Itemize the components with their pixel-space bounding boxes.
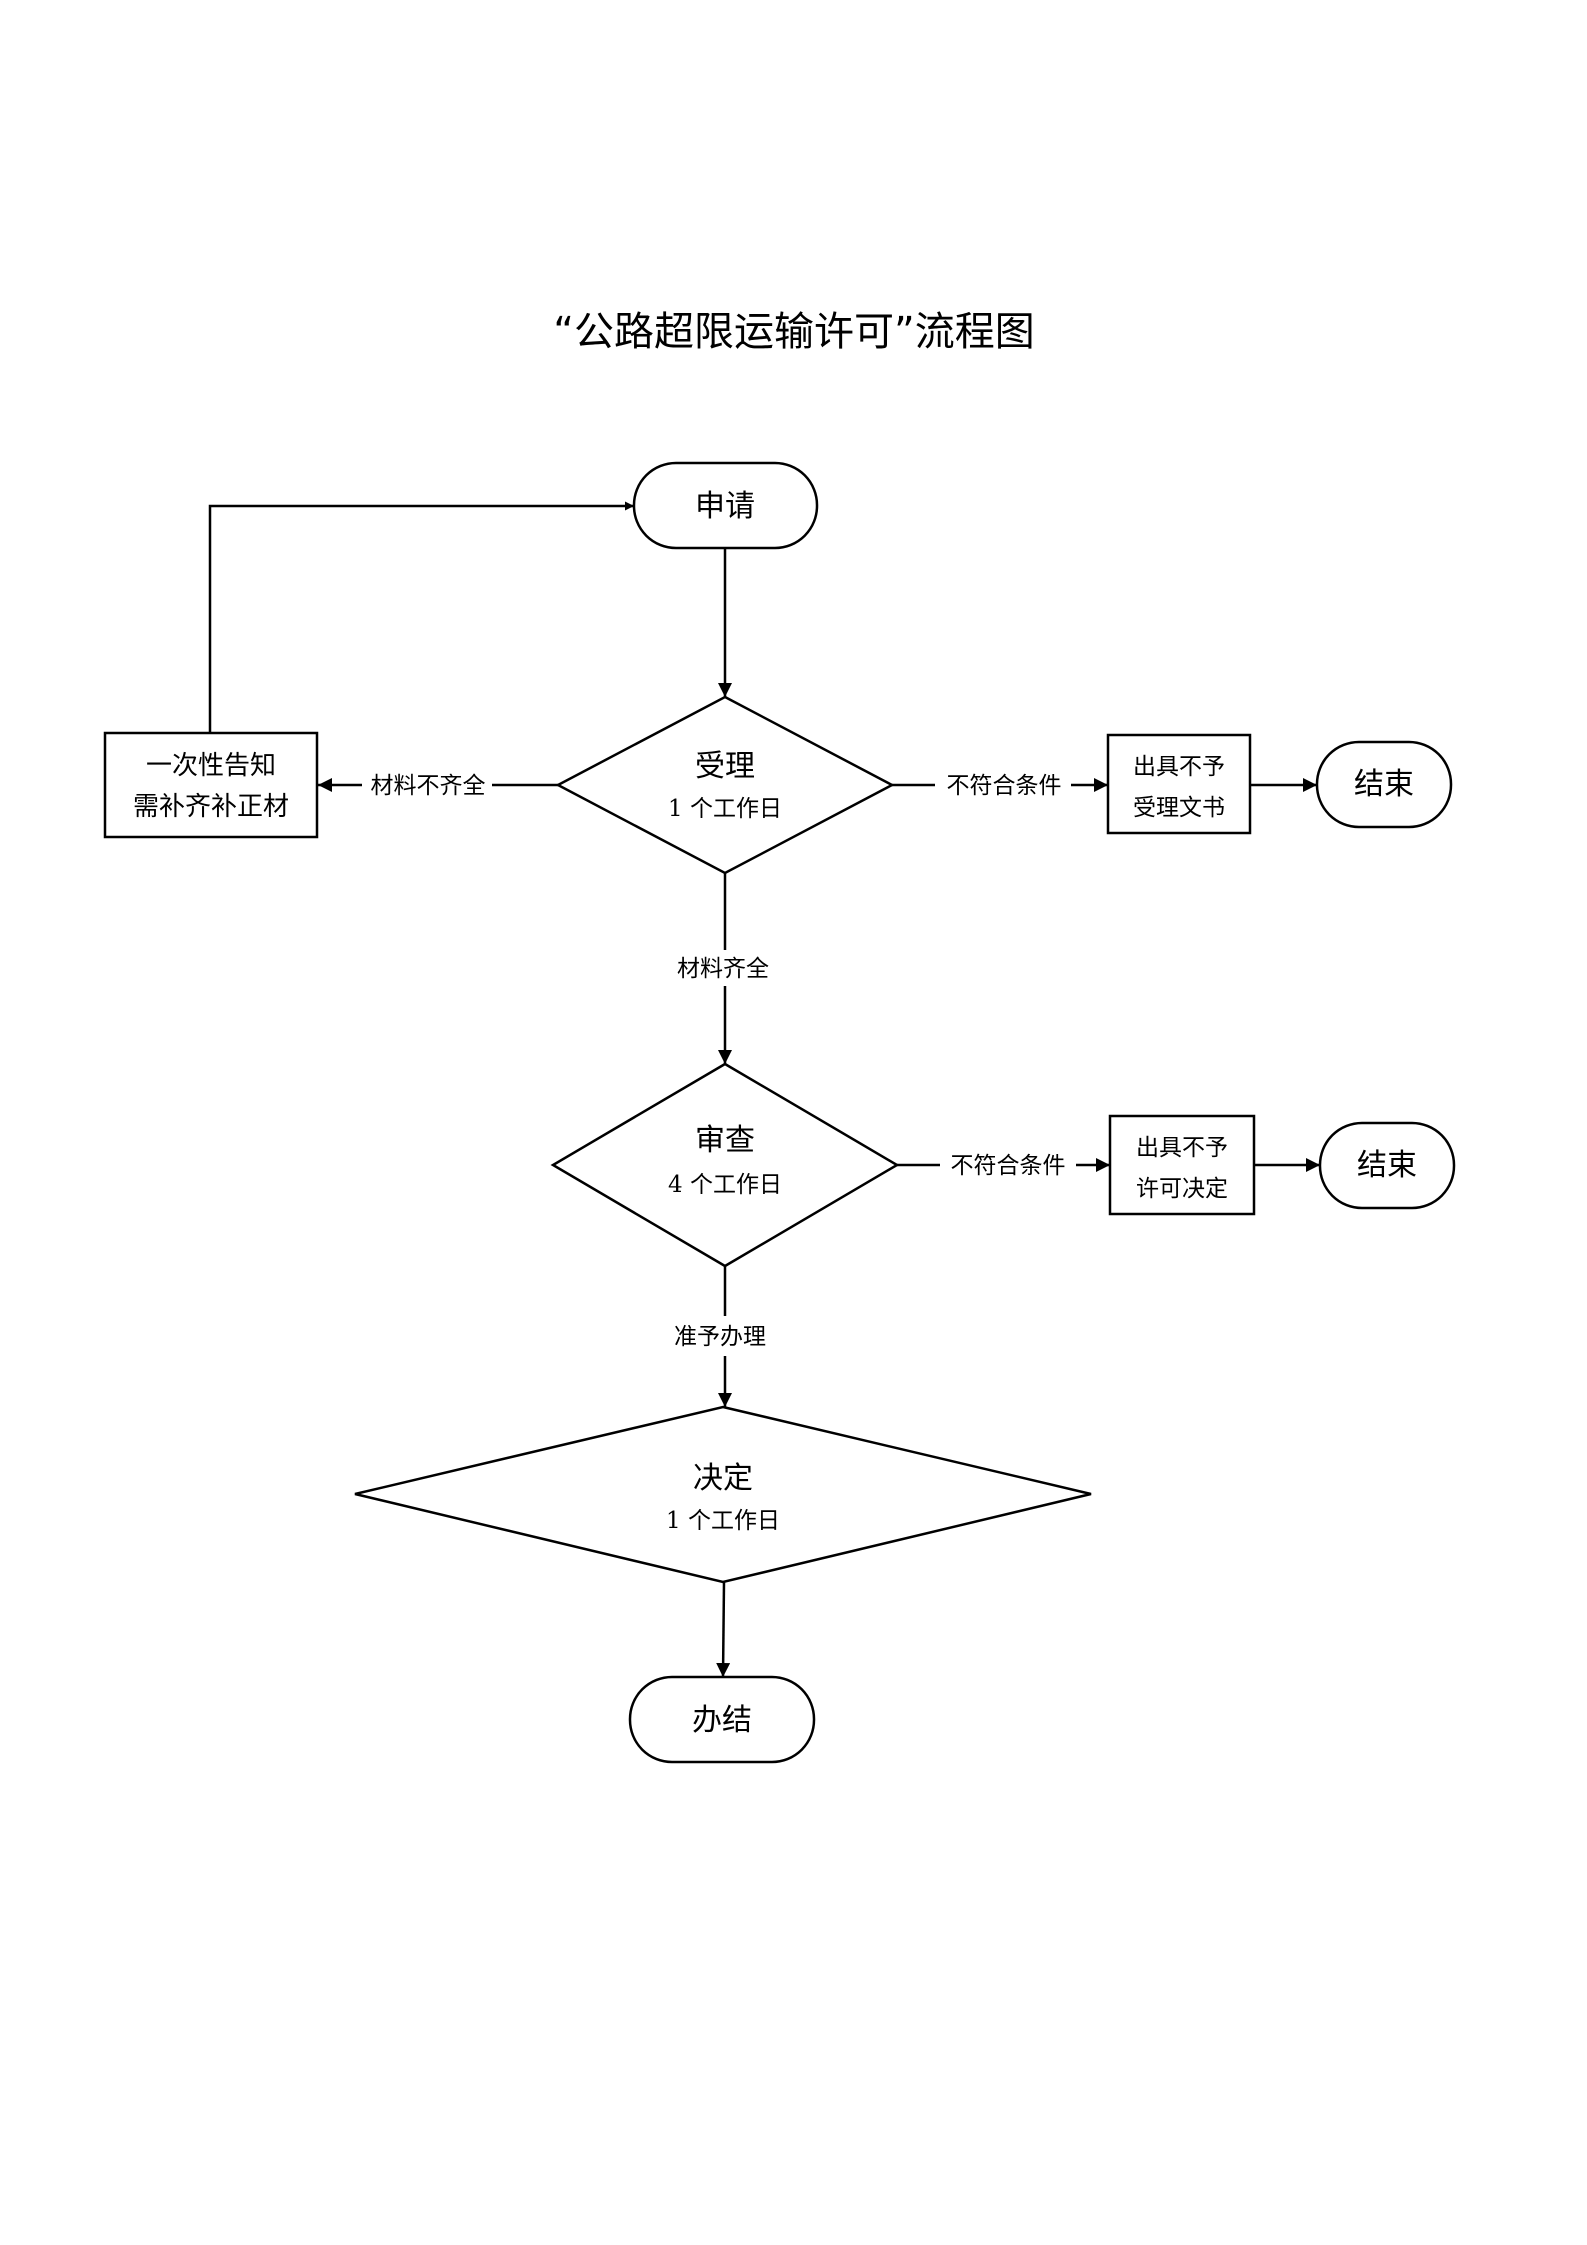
node-end-2-label: 结束 — [1357, 1148, 1417, 1183]
node-end-1-label: 结束 — [1354, 767, 1414, 802]
node-accept: 受理 1 个工作日 — [555, 695, 895, 875]
node-apply-label: 申请 — [695, 489, 755, 524]
node-complete: 办结 — [628, 1675, 816, 1764]
edge-label-not-qualified-1: 不符合条件 — [947, 773, 1062, 799]
edge-decide-to-complete — [716, 1581, 731, 1678]
node-review-label: 审查 — [695, 1123, 755, 1158]
node-supplement-notice: 一次性告知 需补齐补正材 — [103, 731, 319, 839]
edge-loop-to-apply — [208, 501, 634, 733]
edge-label-incomplete-materials: 材料不齐全 — [371, 773, 486, 799]
node-apply: 申请 — [632, 461, 819, 550]
node-reject-accept-doc: 出具不予 受理文书 — [1106, 733, 1252, 835]
node-review-time: 4 个工作日 — [668, 1172, 782, 1198]
node-reject-permit-doc: 出具不予 许可决定 — [1108, 1114, 1256, 1216]
node-accept-time: 1 个工作日 — [668, 796, 782, 822]
node-reject-permit-line2: 许可决定 — [1136, 1176, 1228, 1202]
node-complete-label: 办结 — [692, 1703, 752, 1738]
node-reject-accept-line1: 出具不予 — [1133, 754, 1225, 780]
edge-label-approve: 准予办理 — [674, 1324, 766, 1350]
edge-label-not-qualified-2: 不符合条件 — [951, 1153, 1066, 1179]
node-decide: 决定 1 个工作日 — [354, 1405, 1092, 1584]
node-review: 审查 4 个工作日 — [550, 1062, 900, 1268]
node-reject-permit-line1: 出具不予 — [1136, 1135, 1228, 1161]
node-end-2: 结束 — [1318, 1121, 1456, 1210]
node-decide-label: 决定 — [693, 1461, 753, 1496]
node-end-1: 结束 — [1315, 740, 1453, 829]
node-accept-label: 受理 — [695, 749, 755, 784]
page-title: “公路超限运输许可”流程图 — [553, 309, 1034, 355]
node-supplement-line2: 需补齐补正材 — [133, 792, 289, 822]
node-reject-accept-line2: 受理文书 — [1133, 795, 1225, 821]
edge-label-complete-materials: 材料齐全 — [677, 956, 769, 982]
node-supplement-line1: 一次性告知 — [146, 751, 276, 781]
node-decide-time: 1 个工作日 — [666, 1508, 780, 1534]
